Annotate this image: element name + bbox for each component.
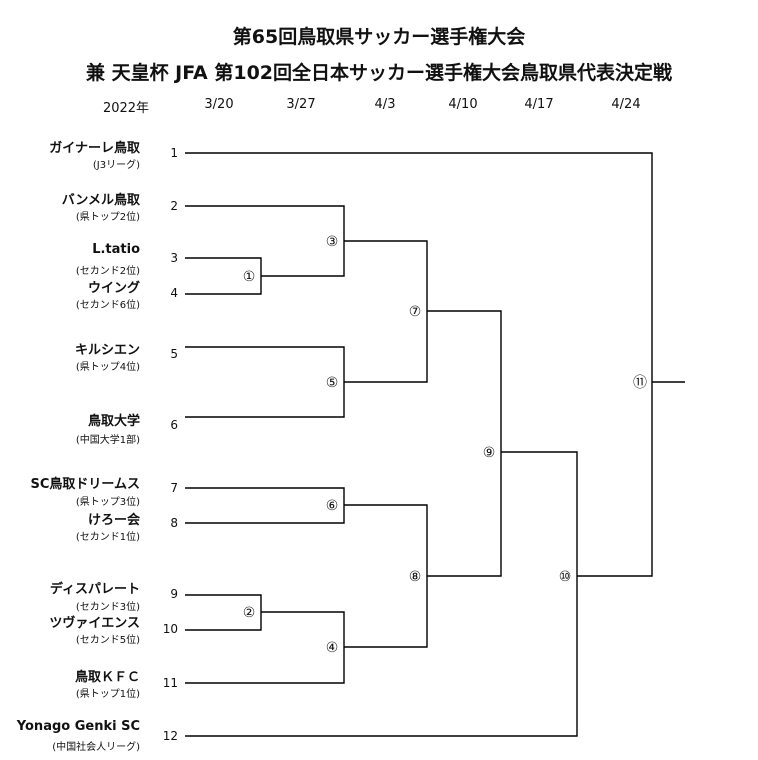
team-league: (県トップ3位) xyxy=(75,497,140,508)
team-league: (セカンド6位) xyxy=(75,300,140,311)
seed-number: 12 xyxy=(162,729,178,743)
team-name: けろー会 xyxy=(87,513,140,528)
date-header: 3/20 xyxy=(204,97,234,112)
seed-number: 8 xyxy=(170,516,178,530)
title-line-2: 兼 天皇杯 JFA 第102回全日本サッカー選手権大会鳥取県代表決定戦 xyxy=(85,62,673,84)
bracket-line xyxy=(185,346,345,418)
team-name: 鳥取大学 xyxy=(87,414,140,429)
match-number: ① xyxy=(243,269,256,285)
match-number: ② xyxy=(243,605,256,621)
match-number: ⑧ xyxy=(409,569,422,585)
match-number: ④ xyxy=(326,640,339,656)
team-name: Yonago Genki SC xyxy=(16,719,140,734)
match-number: ⑦ xyxy=(409,304,422,320)
seed-number: 2 xyxy=(170,199,178,213)
seed-number: 11 xyxy=(162,676,178,690)
match-number: ⑩ xyxy=(559,569,572,585)
team-league: (セカンド5位) xyxy=(75,635,140,646)
team-league: (セカンド3位) xyxy=(75,602,140,613)
team-name: キルシエン xyxy=(74,343,140,358)
match-number: ⑤ xyxy=(326,375,339,391)
seed-number: 3 xyxy=(170,251,178,265)
bracket-line xyxy=(185,152,653,382)
team-name: SC鳥取ドリームス xyxy=(30,477,140,492)
team-league: (セカンド1位) xyxy=(75,532,140,543)
team-name: ツヴァイエンス xyxy=(49,616,140,631)
bracket-line xyxy=(185,205,345,277)
team-name: ウイング xyxy=(87,281,140,296)
team-league: (セカンド2位) xyxy=(75,266,140,277)
team-name: ディスパレート xyxy=(49,582,140,597)
bracket-line xyxy=(427,310,502,577)
bracket-line xyxy=(185,451,578,737)
team-name: ガイナーレ鳥取 xyxy=(49,141,140,156)
team-league: (中国社会人リーグ) xyxy=(52,742,140,753)
seed-number: 5 xyxy=(170,347,178,361)
match-number: ⑥ xyxy=(326,498,339,514)
date-header: 4/24 xyxy=(611,97,641,112)
seed-number: 4 xyxy=(170,286,178,300)
bracket-line xyxy=(185,611,345,684)
team-name: L.tatio xyxy=(92,242,140,257)
team-league: (県トップ2位) xyxy=(75,212,140,223)
seed-number: 9 xyxy=(170,587,178,601)
bracket-line xyxy=(185,487,345,524)
date-header: 3/27 xyxy=(286,97,316,112)
team-name: バンメル鳥取 xyxy=(61,193,140,208)
year-label: 2022年 xyxy=(102,101,150,116)
date-header: 4/17 xyxy=(524,97,554,112)
seed-number: 1 xyxy=(170,146,178,160)
team-league: (県トップ1位) xyxy=(75,689,140,700)
team-league: (中国大学1部) xyxy=(75,435,140,446)
seed-number: 10 xyxy=(162,622,178,636)
seed-number: 6 xyxy=(170,418,178,432)
title-line-1: 第65回鳥取県サッカー選手権大会 xyxy=(232,26,526,48)
match-number: ⑨ xyxy=(483,445,496,461)
team-league: (県トップ4位) xyxy=(75,362,140,373)
match-number: ⑪ xyxy=(633,375,647,391)
date-header: 4/3 xyxy=(374,97,396,112)
team-league: (J3リーグ) xyxy=(92,160,140,171)
seed-number: 7 xyxy=(170,481,178,495)
date-header: 4/10 xyxy=(448,97,478,112)
match-number: ③ xyxy=(326,234,339,250)
bracket-line xyxy=(577,382,653,577)
team-name: 鳥取ＫＦＣ xyxy=(74,670,140,685)
